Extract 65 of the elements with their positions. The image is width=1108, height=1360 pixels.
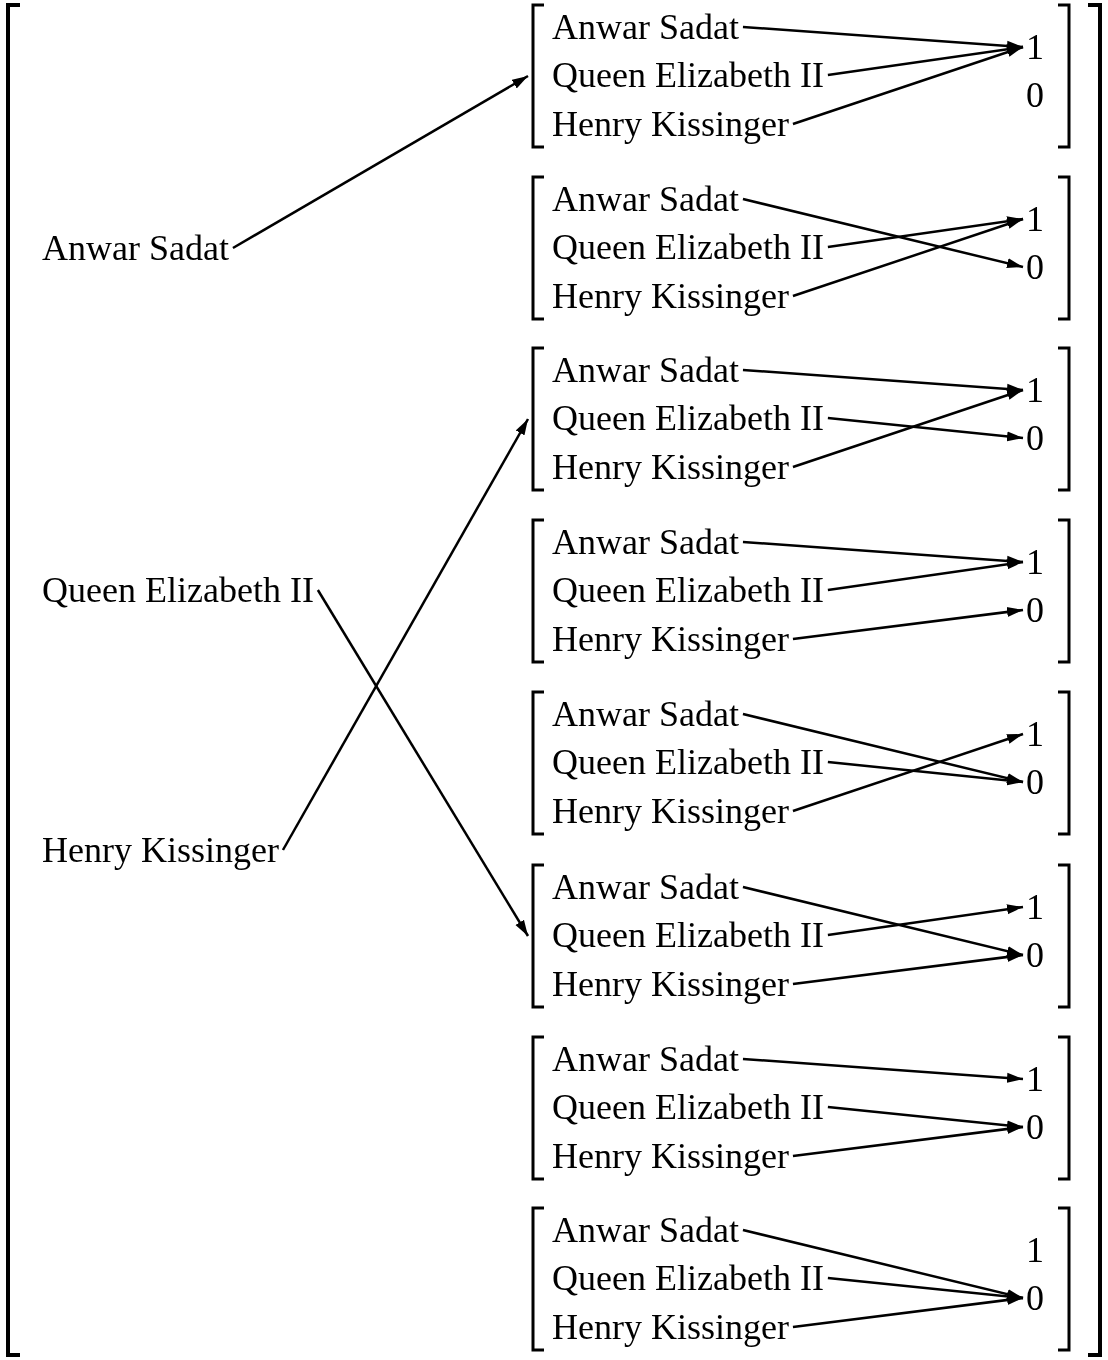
value-label: 1 [1026, 1230, 1044, 1270]
arrow [827, 416, 1024, 442]
arrow [281, 418, 530, 851]
arrow [792, 217, 1024, 298]
name-label: Anwar Sadat [552, 1039, 739, 1079]
name-label: Henry Kissinger [552, 104, 789, 144]
arrow [742, 712, 1024, 784]
arrow [232, 74, 529, 250]
arrow [742, 197, 1024, 269]
arrow [792, 952, 1024, 986]
name-label: Anwar Sadat [552, 1210, 739, 1250]
arrow [792, 45, 1024, 126]
name-label: Queen Elizabeth II [552, 1087, 824, 1127]
name-label: Henry Kissinger [552, 276, 789, 316]
name-label: Anwar Sadat [552, 694, 739, 734]
name-label: Queen Elizabeth II [552, 915, 824, 955]
name-label: Queen Elizabeth II [552, 570, 824, 610]
name-label: Henry Kissinger [552, 1136, 789, 1176]
arrow [827, 760, 1024, 786]
value-label: 0 [1026, 1107, 1044, 1147]
value-label: 1 [1026, 1059, 1044, 1099]
name-label: Anwar Sadat [552, 179, 739, 219]
arrow [792, 1124, 1024, 1158]
value-label: 0 [1026, 247, 1044, 287]
arrow [742, 1228, 1024, 1300]
arrow [792, 388, 1024, 469]
value-label: 1 [1026, 27, 1044, 67]
name-label: Henry Kissinger [552, 791, 789, 831]
name-label: Queen Elizabeth II [552, 398, 824, 438]
name-label: Queen Elizabeth II [552, 55, 824, 95]
name-label: Henry Kissinger [42, 830, 279, 870]
arrow [792, 1295, 1024, 1329]
value-label: 1 [1026, 887, 1044, 927]
value-label: 0 [1026, 1278, 1044, 1318]
value-label: 0 [1026, 935, 1044, 975]
name-label: Anwar Sadat [552, 522, 739, 562]
name-label: Henry Kissinger [552, 1307, 789, 1347]
arrow [316, 589, 530, 937]
value-label: 0 [1026, 418, 1044, 458]
arrow [827, 904, 1024, 937]
value-label: 0 [1026, 590, 1044, 630]
name-label: Henry Kissinger [552, 964, 789, 1004]
arrow [792, 732, 1024, 813]
name-label: Henry Kissinger [552, 619, 789, 659]
arrow [827, 559, 1024, 592]
name-label: Anwar Sadat [552, 867, 739, 907]
name-label: Anwar Sadat [552, 7, 739, 47]
arrow [827, 44, 1024, 77]
name-label: Queen Elizabeth II [552, 1258, 824, 1298]
name-label: Anwar Sadat [42, 228, 229, 268]
value-label: 1 [1026, 199, 1044, 239]
name-label: Queen Elizabeth II [552, 742, 824, 782]
arrow [742, 1057, 1024, 1083]
name-label: Queen Elizabeth II [552, 227, 824, 267]
value-label: 1 [1026, 542, 1044, 582]
arrow [827, 216, 1024, 249]
name-label: Queen Elizabeth II [42, 570, 314, 610]
value-label: 0 [1026, 75, 1044, 115]
name-label: Anwar Sadat [552, 350, 739, 390]
arrow [742, 885, 1024, 957]
name-label: Henry Kissinger [552, 447, 789, 487]
value-label: 1 [1026, 714, 1044, 754]
value-label: 0 [1026, 762, 1044, 802]
arrow [792, 607, 1024, 641]
value-label: 1 [1026, 370, 1044, 410]
